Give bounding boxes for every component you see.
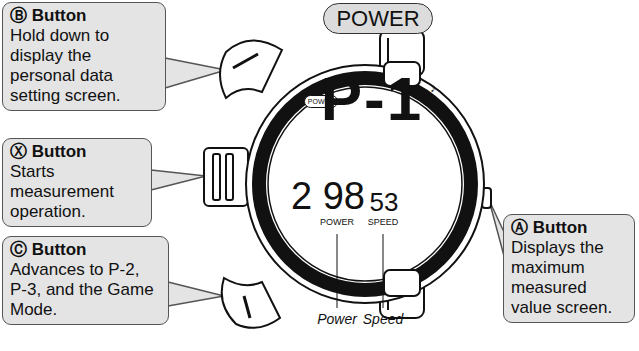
node-body: Displays the maximum measured value scre…	[511, 238, 627, 318]
callout-box: Ⓒ ButtonAdvances to P-2, P-3, and the Ga…	[2, 236, 169, 325]
title-pill: POWER	[323, 3, 432, 34]
display-label: POWER	[320, 218, 354, 227]
leader-line	[337, 234, 338, 308]
sound-icon: ♪	[430, 82, 436, 94]
speed-value: 53	[370, 189, 399, 215]
power-value: 2 98	[291, 177, 365, 215]
part-label: Speed	[363, 312, 403, 326]
display-label: SPEED	[368, 218, 399, 227]
part-label: Power	[317, 312, 357, 326]
leader-line	[383, 234, 384, 308]
watch-case	[246, 65, 484, 303]
mode-readout: P-1	[321, 68, 423, 130]
x-button	[204, 148, 248, 206]
callout-tail	[489, 200, 504, 256]
callout-tail	[151, 170, 206, 190]
callout-box: Ⓐ ButtonDisplays the maximum measured va…	[503, 214, 635, 323]
callout-tail	[168, 282, 224, 306]
strap-lug	[380, 270, 424, 318]
node-body: Hold down to display the personal data s…	[10, 26, 158, 106]
b-button	[220, 40, 282, 98]
node-body: Starts measurement operation.	[10, 162, 144, 222]
node-body: Advances to P-2, P-3, and the Game Mode.	[10, 260, 161, 320]
node-heading: POWER	[336, 6, 419, 31]
c-button	[222, 278, 280, 328]
callout-box: Ⓧ ButtonStarts measurement operation.	[2, 138, 152, 227]
node-heading: Ⓑ Button	[10, 6, 158, 26]
callout-box: Ⓑ ButtonHold down to display the persona…	[2, 2, 166, 111]
node-heading: Ⓧ Button	[10, 142, 144, 162]
segment-tick	[424, 99, 437, 104]
callout-tail	[165, 58, 226, 88]
node-heading: Ⓒ Button	[10, 240, 161, 260]
node-heading: Ⓐ Button	[511, 218, 627, 238]
